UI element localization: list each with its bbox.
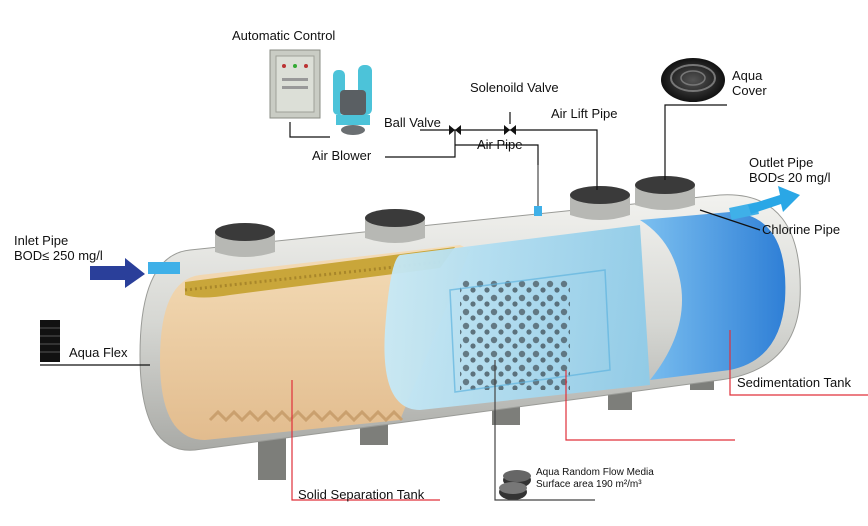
label-chlorine-pipe: Chlorine Pipe <box>762 222 841 237</box>
label-air-pipe: Air Pipe <box>477 137 523 152</box>
valve-icons <box>449 125 516 135</box>
sedimentation-chamber <box>640 212 786 380</box>
label-inlet-pipe: Inlet Pipe BOD≤ 250 mg/l <box>14 233 103 264</box>
label-media-line1: Aqua Random Flow Media <box>536 467 654 478</box>
red-leader-lines <box>291 330 868 501</box>
inlet-arrow <box>90 258 145 288</box>
label-outlet-pipe-line2: BOD≤ 20 mg/l <box>749 169 831 185</box>
outlet-arrow <box>748 186 800 214</box>
label-aqua-cover: Aqua Cover <box>732 68 767 99</box>
sediment-zigzag <box>208 409 404 423</box>
label-inlet-pipe-line2: BOD≤ 250 mg/l <box>14 247 103 263</box>
aqua-flex-icon <box>40 320 60 362</box>
label-air-lift-pipe: Air Lift Pipe <box>551 106 618 121</box>
label-outlet-pipe-line1: Outlet Pipe <box>749 155 814 170</box>
label-aqua-flex: Aqua Flex <box>69 345 128 360</box>
inlet-pipe <box>148 262 180 274</box>
media-ball-icon <box>499 470 531 500</box>
random-flow-media <box>460 280 570 390</box>
label-inlet-pipe-line1: Inlet Pipe <box>14 233 69 248</box>
sludge-layer <box>185 247 455 298</box>
aqua-cover-icon <box>661 58 725 102</box>
label-aqua-cover-line2: Cover <box>732 82 767 98</box>
air-blower-icon <box>333 65 372 135</box>
label-automatic-control: Automatic Control <box>232 28 336 43</box>
label-solid-separation-tank: Solid Separation Tank <box>298 487 425 502</box>
label-outlet-pipe: Outlet Pipe BOD≤ 20 mg/l <box>749 155 831 186</box>
control-cabinet-icon <box>269 49 321 119</box>
label-media-line2: Surface area 190 m²/m³ <box>536 478 642 490</box>
label-ball-valve: Ball Valve <box>384 115 441 130</box>
leader-lines <box>40 104 761 366</box>
label-random-flow-media: Aqua Random Flow Media Surface area 190 … <box>536 467 654 490</box>
label-sedimentation-tank: Sedimentation Tank <box>737 375 851 390</box>
label-solenoid-valve: Solenoild Valve <box>470 80 559 95</box>
label-air-blower: Air Blower <box>312 148 372 163</box>
label-aqua-cover-line1: Aqua <box>732 68 763 83</box>
manholes <box>215 176 695 257</box>
